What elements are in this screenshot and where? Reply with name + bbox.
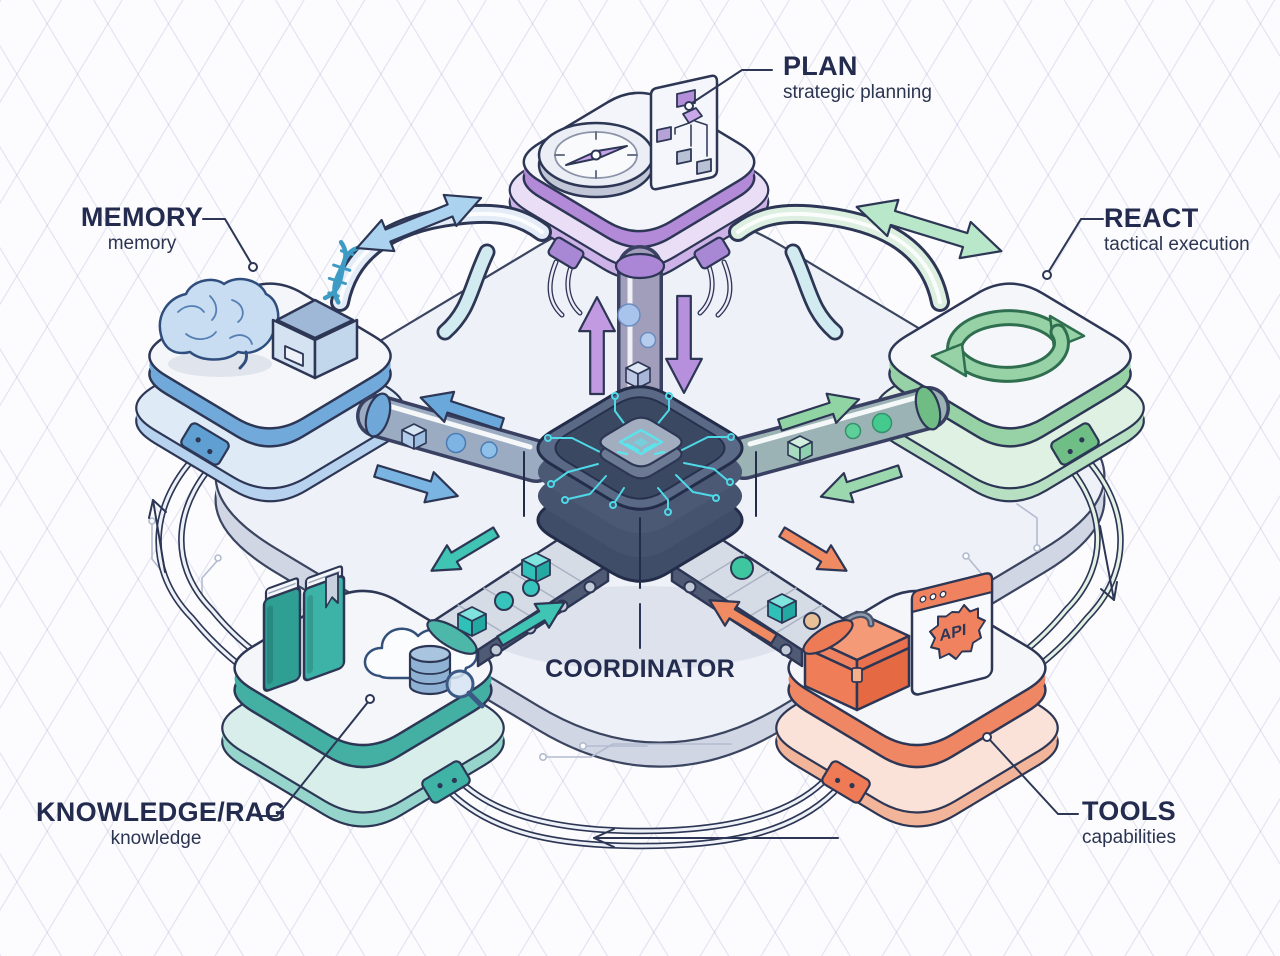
- cable-bottom: [446, 779, 838, 850]
- memory-title: MEMORY: [80, 202, 204, 232]
- callout-tools: [982, 732, 1079, 815]
- gear-icon: API: [929, 603, 986, 661]
- plan-label: PLAN strategic planning: [783, 52, 932, 104]
- callout-react: [1042, 218, 1104, 280]
- books-icon: [262, 565, 346, 692]
- thin-arrow-right: [1099, 525, 1118, 601]
- database-icon: [408, 644, 452, 696]
- callout-memory: [202, 218, 258, 272]
- react-label: REACT tactical execution: [1104, 204, 1250, 256]
- tools-label: TOOLS capabilities: [1029, 797, 1229, 849]
- circuit-traces-icon: [544, 392, 735, 516]
- flowchart-card-icon: [649, 74, 719, 191]
- dna-box-icon: [271, 239, 361, 380]
- callouts: [202, 69, 1104, 817]
- knowledge-port: [421, 760, 471, 804]
- pipe-react-plan: [728, 203, 950, 312]
- thin-arrow-bottom: [593, 828, 839, 848]
- memory-port: [180, 422, 230, 466]
- tools-subtitle: capabilities: [1082, 827, 1176, 849]
- tube-cube: [787, 435, 813, 462]
- react-port: [1050, 422, 1100, 466]
- window-titlebar: [910, 572, 994, 614]
- toolbox-clasp: [851, 667, 863, 683]
- react-title: REACT: [1104, 203, 1199, 233]
- tools-port: [821, 760, 871, 804]
- bookmark-icon: [325, 572, 339, 609]
- plan-port-left: [547, 236, 585, 270]
- brain-icon: [158, 277, 280, 377]
- tube-cube: [401, 423, 427, 450]
- tube-memory-coordinator: [356, 392, 558, 483]
- tube-react-coordinator: [722, 385, 950, 480]
- coordinator-hub: [522, 377, 758, 591]
- magnifier-icon: [445, 669, 485, 709]
- cable-plan: [547, 259, 733, 318]
- thin-arrow-left: [148, 499, 167, 573]
- knowledge-title: KNOWLEDGE/RAG: [36, 797, 286, 827]
- plan-title: PLAN: [783, 51, 858, 81]
- chip-icon: [594, 413, 688, 483]
- belt-cube: [767, 593, 797, 624]
- memory-subtitle: memory: [107, 233, 177, 255]
- pipe-elbow-left: [436, 243, 496, 341]
- cable-memory-knowledge: [155, 443, 276, 685]
- api-window-icon: API: [910, 572, 994, 696]
- callout-knowledge: [256, 694, 375, 817]
- plan-subtitle: strategic planning: [783, 82, 932, 104]
- belt-cube: [457, 552, 551, 637]
- thin-arrows: [148, 499, 1118, 848]
- tube-cube: [625, 361, 651, 389]
- memory-label: MEMORY memory: [58, 203, 226, 255]
- dna-icon: [322, 239, 361, 305]
- pipe-elbow-right: [784, 243, 844, 341]
- callout-plan: [684, 69, 773, 111]
- knowledge-label: KNOWLEDGE/RAG knowledge: [36, 797, 286, 850]
- coordinator-title: COORDINATOR: [545, 655, 735, 683]
- compass-icon: [537, 121, 655, 199]
- plan-port-right: [693, 236, 731, 270]
- coordinator-label: COORDINATOR: [520, 655, 760, 683]
- ports: [180, 236, 1100, 804]
- loop-arrows-icon: [930, 309, 1086, 383]
- react-subtitle: tactical execution: [1104, 234, 1250, 256]
- tools-title: TOOLS: [1081, 796, 1176, 826]
- knowledge-subtitle: knowledge: [110, 828, 202, 850]
